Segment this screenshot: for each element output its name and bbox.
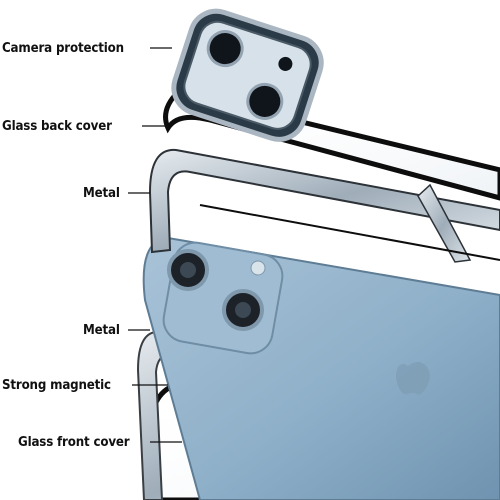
glass-back-cover-label: Glass back cover bbox=[2, 118, 112, 134]
camera-protection-part bbox=[171, 8, 324, 142]
camera-protection-label: Camera protection bbox=[2, 40, 124, 56]
strong-magnetic-label: Strong magnetic bbox=[2, 377, 111, 393]
metal-frame-top-label: Metal bbox=[83, 185, 120, 201]
phone-body-part bbox=[142, 236, 500, 500]
glass-front-cover-label: Glass front cover bbox=[18, 434, 130, 450]
metal-frame-bottom-label: Metal bbox=[83, 322, 120, 338]
leader-lines bbox=[128, 47, 182, 443]
upper-metal-frame-part bbox=[148, 148, 500, 263]
